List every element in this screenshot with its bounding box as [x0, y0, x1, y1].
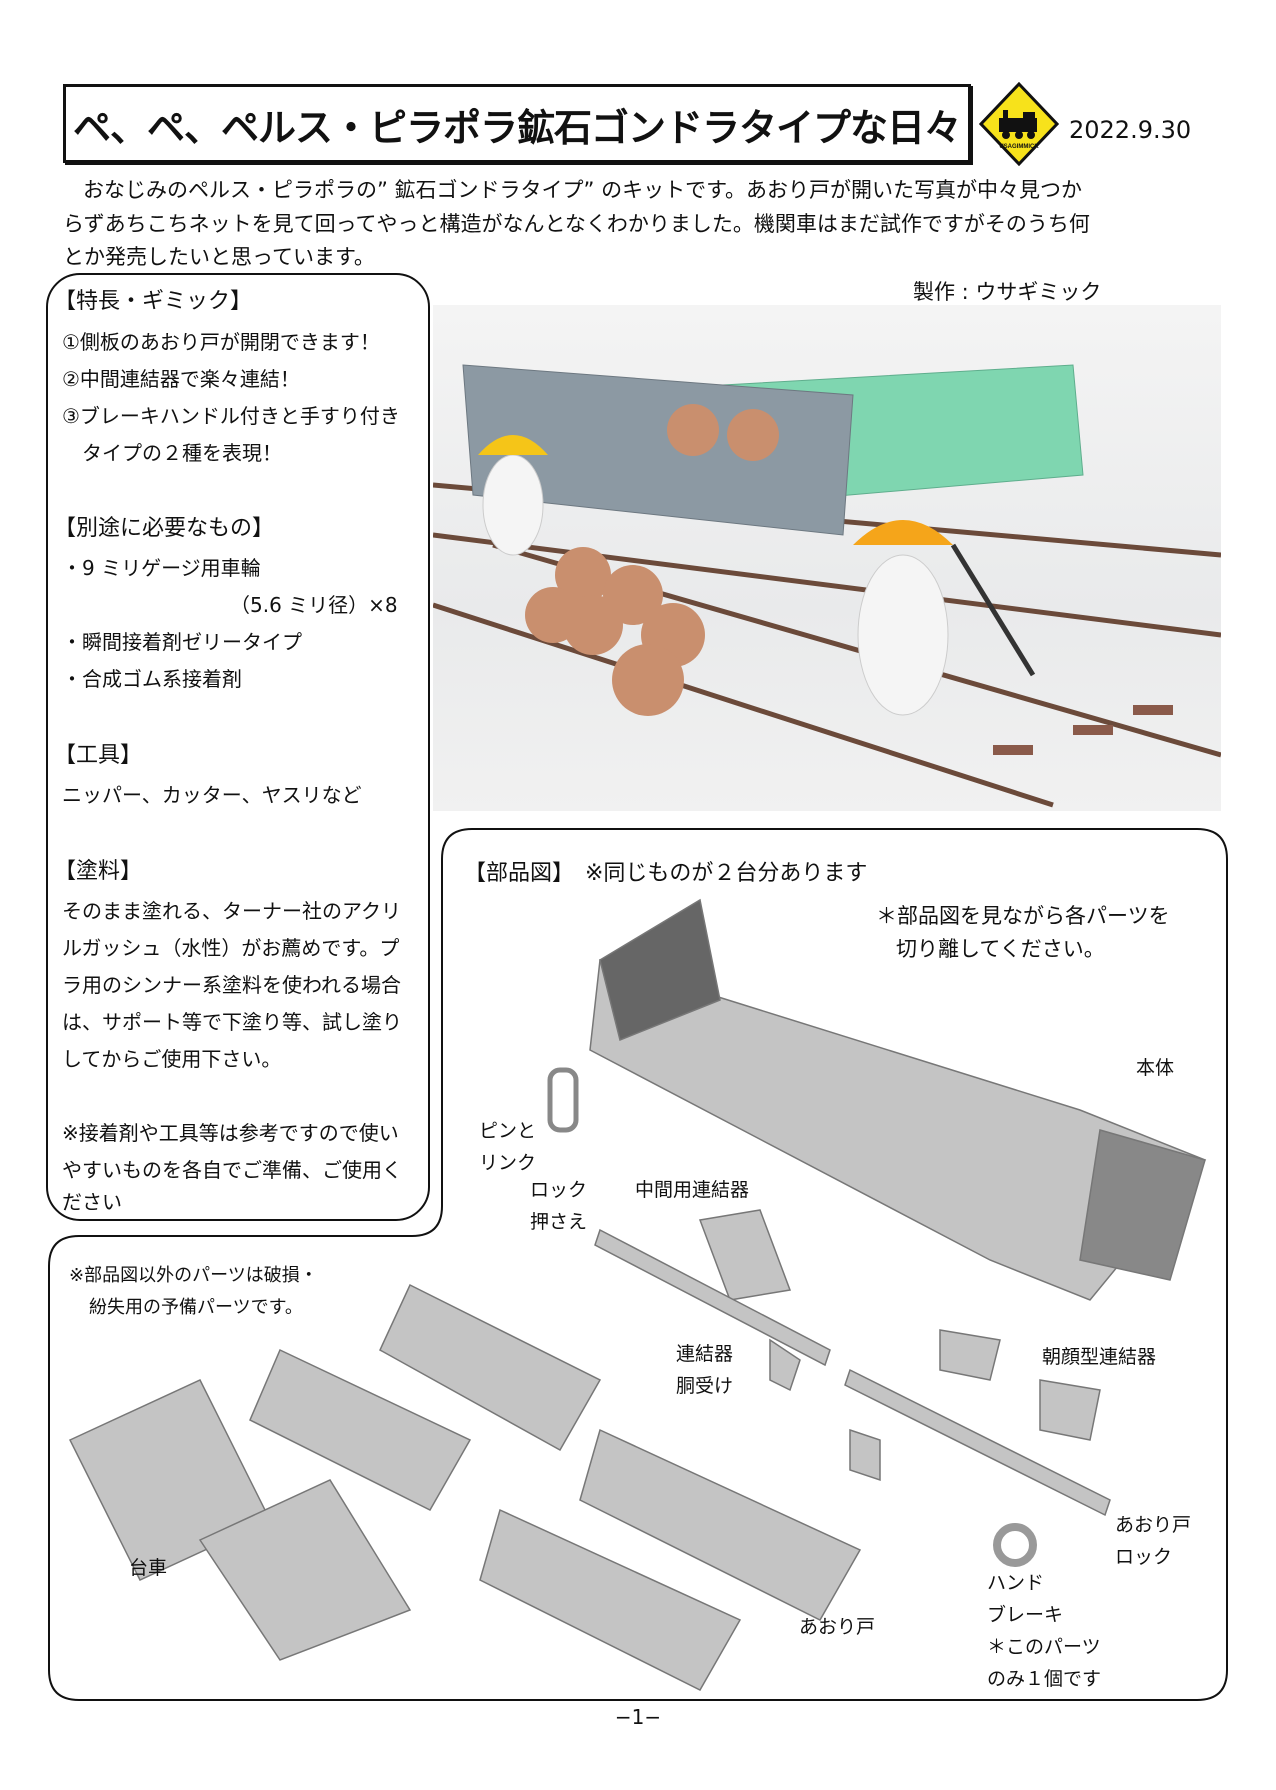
tools-heading: 【工具】 — [54, 743, 143, 768]
label-hand-brake: ブレーキ — [987, 1604, 1064, 1626]
paint-line: は、サポート等で下塗り等、試し塗り — [62, 1010, 402, 1034]
label-side-door: あおり戸 — [799, 1616, 876, 1638]
note-line: ※接着剤や工具等は参考ですので使い — [62, 1121, 399, 1145]
svg-text:USAGIMMICK: USAGIMMICK — [999, 144, 1039, 150]
paint-line: ラ用のシンナー系塗料を使われる場合 — [62, 973, 401, 997]
parts-instruction: ＊部品図を見ながら各パーツを — [876, 904, 1170, 928]
feature-item: ③ブレーキハンドル付きと手すり付き — [62, 404, 400, 428]
label-asagao-coupler: 朝顔型連結器 — [1042, 1346, 1157, 1368]
title-box: ペ、ペ、ペルス・ピラポラ鉱石ゴンドラタイプな日々 — [63, 84, 971, 163]
features-heading: 【特長・ギミック】 — [54, 289, 253, 314]
parts-heading: 【部品図】 ※同じものが２台分あります — [464, 861, 868, 886]
product-photo — [433, 305, 1221, 811]
feature-item: ②中間連結器で楽々連結！ — [62, 367, 300, 391]
usagimmick-logo: USAGIMMICK — [979, 82, 1059, 166]
needs-item: ・9 ミリゲージ用車輪 — [62, 556, 261, 580]
paint-line: ルガッシュ（水性）がお薦めです。プ — [62, 936, 400, 960]
label-coupler-bolster: 胴受け — [676, 1375, 734, 1397]
wagon-photo-illustration — [433, 364, 1221, 808]
label-bogie: 台車 — [129, 1557, 168, 1579]
needs-item: ・瞬間接着剤ゼリータイプ — [62, 630, 302, 654]
needs-item: （5.6 ミリ径）×8 — [230, 593, 398, 617]
credit: 製作 : ウサギミック — [913, 280, 1102, 304]
spare-note: 紛失用の予備パーツです。 — [89, 1297, 303, 1318]
body-part — [589, 959, 1207, 1301]
note-line: ださい — [62, 1190, 122, 1214]
page-number: −1− — [614, 1705, 662, 1729]
label-pin-link: リンク — [479, 1152, 537, 1174]
feature-item: タイプの２種を表現！ — [62, 441, 282, 465]
date: 2022.9.30 — [1069, 116, 1192, 144]
paint-line: そのまま塗れる、ターナー社のアクリ — [62, 899, 401, 923]
paint-heading: 【塗料】 — [54, 859, 143, 884]
spare-note: ※部品図以外のパーツは破損・ — [69, 1265, 318, 1286]
paint-line: してからご使用下さい。 — [62, 1047, 282, 1071]
label-body: 本体 — [1136, 1057, 1175, 1079]
label-hand-brake-note: のみ１個です — [987, 1668, 1102, 1690]
needs-heading: 【別途に必要なもの】 — [54, 516, 275, 541]
label-lock-holder: ロック — [530, 1179, 588, 1201]
needs-item: ・合成ゴム系接着剤 — [62, 667, 242, 691]
label-hand-brake: ハンド — [987, 1572, 1045, 1594]
label-coupler-bolster: 連結器 — [676, 1343, 734, 1365]
label-door-lock: あおり戸 — [1115, 1514, 1192, 1536]
note-line: やすいものを各自でご準備、ご使用く — [62, 1158, 402, 1182]
tools-text: ニッパー、カッター、ヤスリなど — [62, 783, 362, 807]
label-hand-brake-note: ＊このパーツ — [987, 1636, 1101, 1658]
intro-line-2: らずあちこちネットを見て回ってやっと構造がなんとなくわかりました。機関車はまだ試… — [63, 212, 1090, 236]
label-lock-holder: 押さえ — [530, 1211, 588, 1233]
page-title: ペ、ペ、ペルス・ピラポラ鉱石ゴンドラタイプな日々 — [72, 106, 962, 150]
feature-item: ①側板のあおり戸が開閉できます！ — [62, 330, 380, 354]
parts-instruction: 切り離してください。 — [896, 937, 1105, 961]
label-middle-coupler: 中間用連結器 — [635, 1179, 750, 1201]
label-pin-link: ピンと — [479, 1120, 537, 1142]
intro-line-3: とか発売したいと思っています。 — [63, 245, 375, 269]
intro-line-1: おなじみのペルス・ピラポラの” 鉱石ゴンドラタイプ” のキットです。あおり戸が開… — [83, 178, 1083, 202]
label-door-lock: ロック — [1115, 1546, 1173, 1568]
